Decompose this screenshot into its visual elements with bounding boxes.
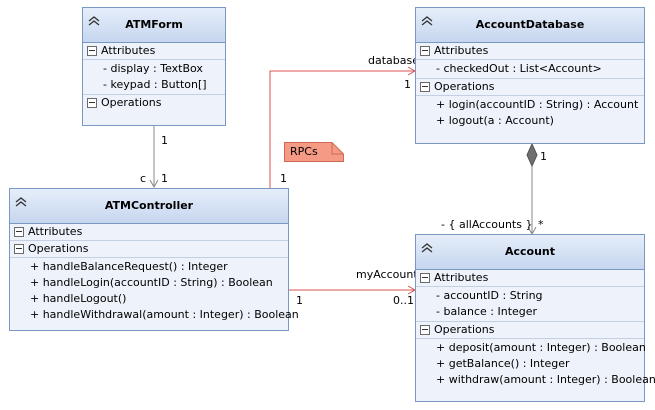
section-title: Attributes	[434, 271, 489, 284]
note-text: RPCs	[290, 145, 318, 158]
operation-item[interactable]: + handleLogin(accountID : String) : Bool…	[30, 276, 273, 289]
myaccount-mult-target: 0..1	[393, 294, 414, 307]
attributes-section-header[interactable]: Attributes	[416, 270, 644, 287]
operation-item[interactable]: + handleLogout()	[30, 292, 127, 305]
collapse-minus-icon[interactable]	[87, 98, 97, 108]
form-controller-mult-top: 1	[161, 134, 168, 147]
section-title: Operations	[434, 323, 495, 336]
myaccount-role-label: myAccount	[356, 268, 418, 281]
attribute-item[interactable]: - checkedOut : List<Account>	[436, 62, 602, 75]
attributes-list: - checkedOut : List<Account>	[416, 60, 644, 79]
section-title: Attributes	[434, 44, 489, 57]
section-title: Operations	[434, 80, 495, 93]
controller-database-line	[269, 70, 415, 188]
operations-section-header[interactable]: Operations	[416, 322, 644, 339]
attribute-item[interactable]: - keypad : Button[]	[103, 78, 207, 91]
attribute-item[interactable]: - display : TextBox	[103, 62, 203, 75]
operation-item[interactable]: + login(accountID : String) : Account	[436, 98, 639, 111]
collapse-chevron-icon[interactable]	[88, 16, 100, 26]
database-mult-source: 1	[280, 172, 287, 185]
form-controller-arrowhead	[149, 179, 159, 189]
operations-list: + deposit(amount : Integer) : Boolean + …	[416, 339, 655, 389]
note-shape	[284, 142, 344, 162]
section-title: Attributes	[28, 225, 83, 238]
operations-section-header[interactable]: Operations	[416, 79, 644, 96]
class-header[interactable]: ATMController	[10, 189, 288, 224]
database-mult-target: 1	[404, 78, 411, 91]
form-controller-role: c	[140, 172, 147, 185]
operation-item[interactable]: + withdraw(amount : Integer) : Boolean	[436, 373, 655, 386]
collapse-chevron-icon[interactable]	[15, 197, 27, 207]
operations-section-header[interactable]: Operations	[83, 95, 225, 111]
class-atmform[interactable]: ATMForm Attributes - display : TextBox -…	[82, 7, 226, 126]
section-title: Operations	[101, 96, 162, 109]
myaccount-mult-source: 1	[296, 294, 303, 307]
collapse-minus-icon[interactable]	[87, 46, 97, 56]
attributes-section-header[interactable]: Attributes	[83, 43, 225, 60]
class-header[interactable]: ATMForm	[83, 8, 225, 43]
attributes-section-header[interactable]: Attributes	[416, 43, 644, 60]
attributes-list: - accountID : String - balance : Integer	[416, 287, 644, 322]
database-role-label: database	[368, 54, 419, 67]
collapse-chevron-icon[interactable]	[421, 243, 433, 253]
operations-list: + login(accountID : String) : Account + …	[416, 96, 644, 130]
collapse-minus-icon[interactable]	[420, 325, 430, 335]
rpcs-note[interactable]: RPCs	[284, 142, 344, 162]
class-name: AccountDatabase	[475, 18, 585, 31]
attributes-section-header[interactable]: Attributes	[10, 224, 288, 241]
class-accountdatabase[interactable]: AccountDatabase Attributes - checkedOut …	[415, 7, 645, 144]
collapse-minus-icon[interactable]	[14, 227, 24, 237]
operations-list: + handleBalanceRequest() : Integer + han…	[10, 258, 299, 324]
class-name: ATMForm	[125, 18, 183, 31]
attribute-item[interactable]: - accountID : String	[436, 289, 543, 302]
collapse-minus-icon[interactable]	[14, 244, 24, 254]
class-header[interactable]: AccountDatabase	[416, 8, 644, 43]
operations-section-header[interactable]: Operations	[10, 241, 288, 258]
section-title: Operations	[28, 242, 89, 255]
class-atmcontroller[interactable]: ATMController Attributes Operations + ha…	[9, 188, 299, 331]
class-header[interactable]: Account	[416, 235, 644, 270]
operation-item[interactable]: + deposit(amount : Integer) : Boolean	[436, 341, 646, 354]
attribute-item[interactable]: - balance : Integer	[436, 305, 538, 318]
operation-item[interactable]: + handleWithdrawal(amount : Integer) : B…	[30, 308, 299, 321]
class-name: Account	[504, 245, 556, 258]
operation-item[interactable]: + getBalance() : Integer	[436, 357, 570, 370]
allaccounts-mult-source: 1	[540, 150, 547, 163]
class-name: ATMController	[104, 199, 194, 212]
collapse-minus-icon[interactable]	[420, 82, 430, 92]
collapse-minus-icon[interactable]	[420, 273, 430, 283]
class-account[interactable]: Account Attributes - accountID : String …	[415, 234, 655, 402]
operation-item[interactable]: + handleBalanceRequest() : Integer	[30, 260, 228, 273]
collapse-minus-icon[interactable]	[420, 46, 430, 56]
operation-item[interactable]: + logout(a : Account)	[436, 114, 554, 127]
section-title: Attributes	[101, 44, 156, 57]
allaccounts-mult-target: *	[538, 218, 544, 231]
collapse-chevron-icon[interactable]	[421, 16, 433, 26]
allaccounts-role-label: - { allAccounts }	[441, 218, 533, 231]
attributes-list: - display : TextBox - keypad : Button[]	[83, 60, 225, 95]
composition-diamond	[526, 142, 538, 168]
form-controller-mult-bottom: 1	[161, 172, 168, 185]
